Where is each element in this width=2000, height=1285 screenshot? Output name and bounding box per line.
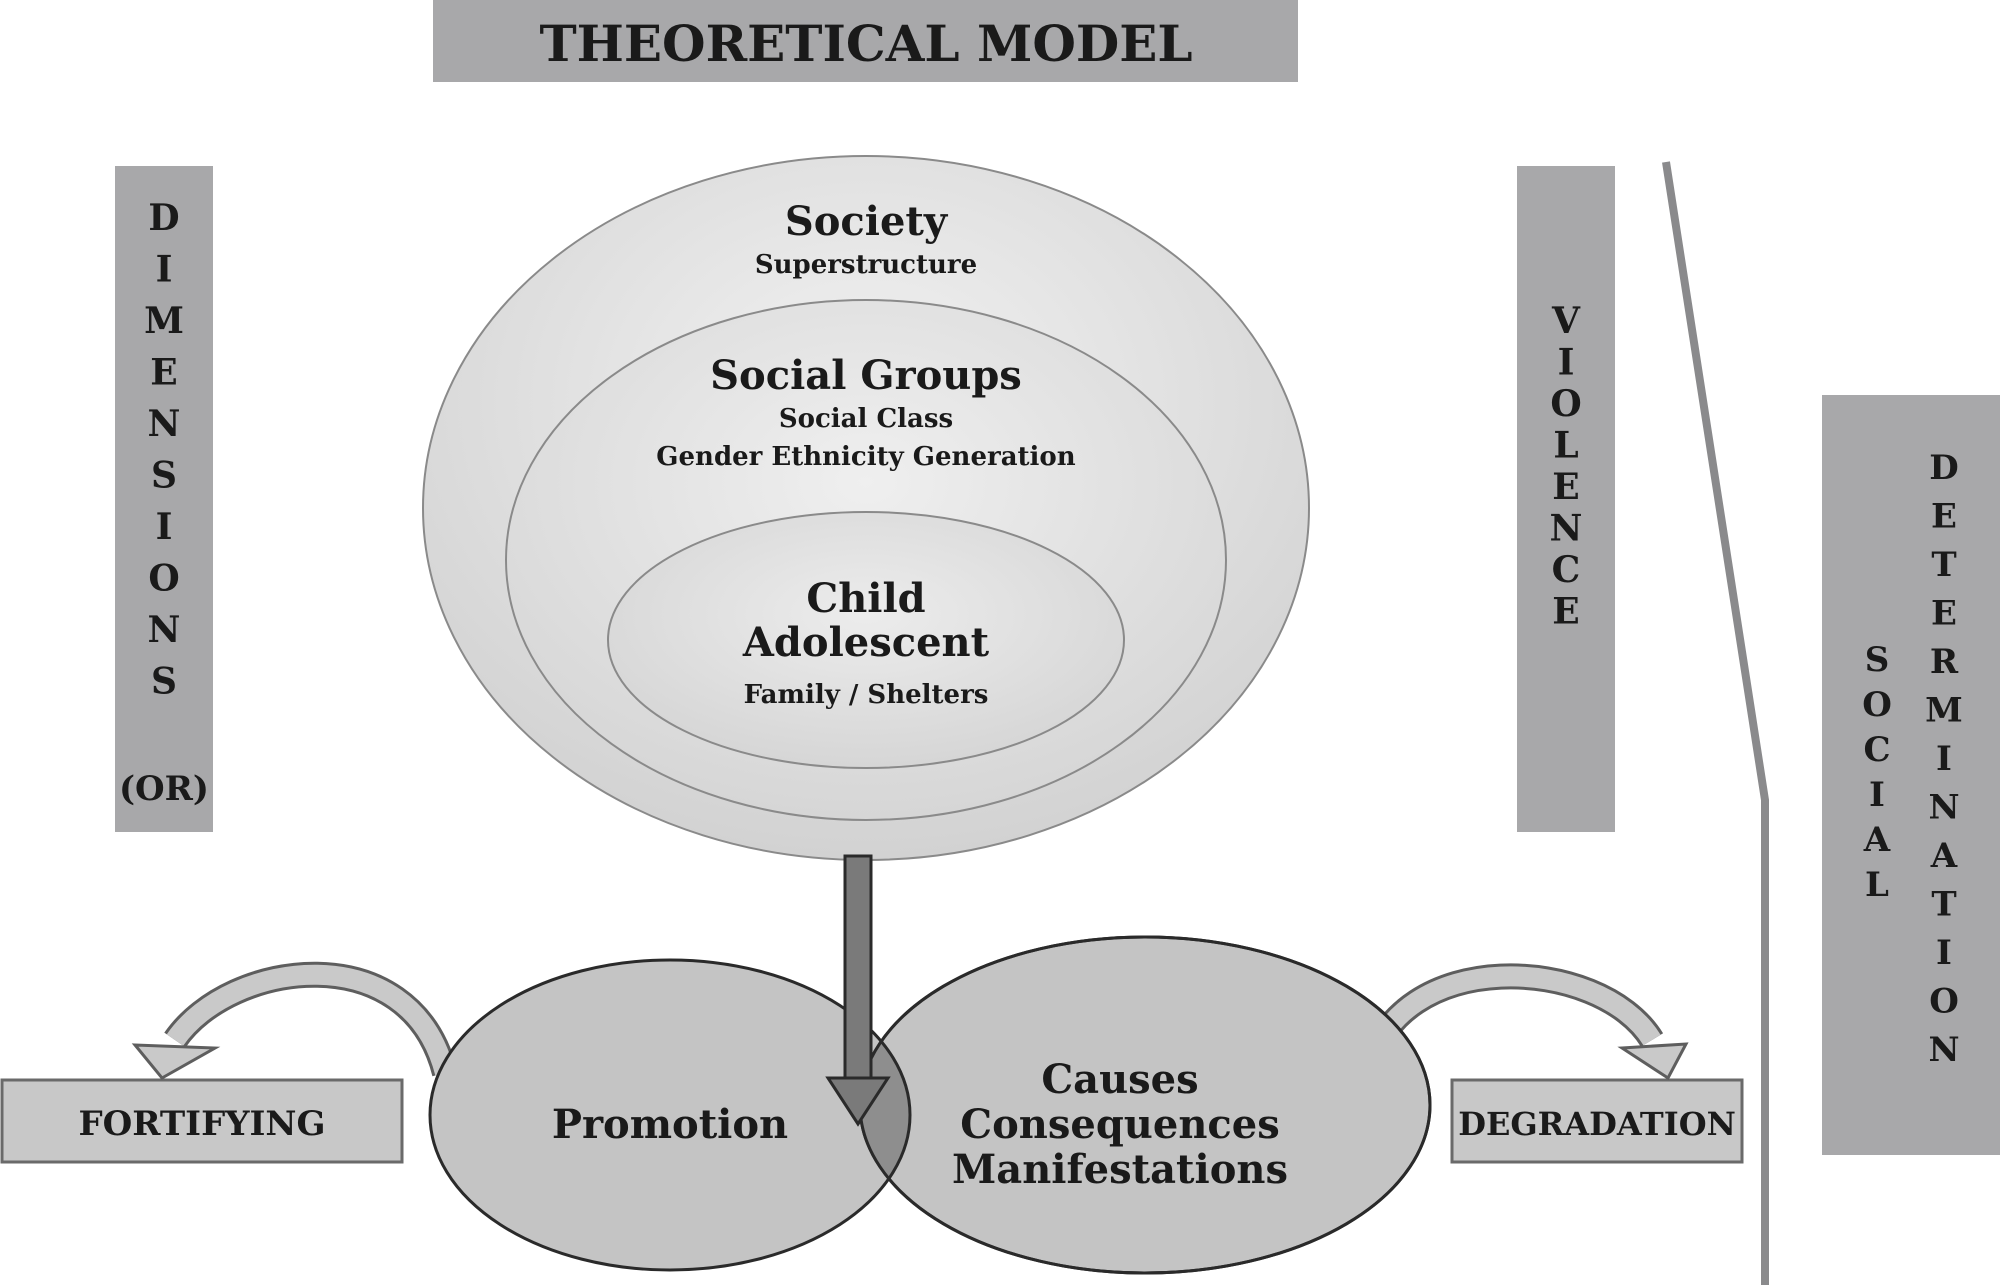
- social-letter: C: [1863, 730, 1890, 770]
- determination-letter: E: [1931, 594, 1957, 634]
- dimensions-note: (OR): [119, 769, 209, 809]
- dimensions-letter: S: [151, 455, 177, 497]
- violence-letter: E: [1552, 591, 1579, 633]
- determination-letter: N: [1928, 788, 1959, 828]
- social-letter: L: [1865, 865, 1889, 905]
- causes-line2: Consequences: [960, 1101, 1279, 1148]
- groups-sub2: Gender Ethnicity Generation: [656, 442, 1075, 472]
- violence-letter: N: [1550, 508, 1583, 550]
- violence-letter: C: [1552, 549, 1581, 591]
- determination-letter: R: [1930, 642, 1959, 682]
- diagram-title: THEORETICAL MODEL: [539, 14, 1192, 73]
- social-letter: S: [1865, 640, 1890, 680]
- determination-letter: I: [1936, 739, 1952, 779]
- social-letter: O: [1862, 685, 1892, 725]
- overlap-region: [860, 958, 912, 1272]
- fortifying-arrow-head: [131, 1043, 221, 1080]
- title-bar: [433, 0, 1298, 82]
- fortifying-box: [0, 1078, 404, 1164]
- social-letter: I: [1869, 775, 1885, 815]
- groups-heading: Social Groups: [710, 352, 1022, 399]
- social-determination-bar: [1822, 395, 2000, 1155]
- determination-letter: A: [1930, 836, 1958, 876]
- violence-letter: E: [1552, 466, 1579, 508]
- determination-letter: E: [1931, 497, 1957, 537]
- determination-letter: D: [1929, 448, 1958, 488]
- degradation-label: DEGRADATION: [1458, 1105, 1736, 1143]
- fortifying-arrow-body-outline: [164, 961, 458, 1077]
- violence-bar: [1517, 166, 1615, 832]
- violence-letter: I: [1558, 342, 1575, 384]
- violence-letter: O: [1550, 383, 1581, 425]
- down-arrow-shaft: [843, 854, 873, 1080]
- dimensions-letter: O: [148, 558, 179, 600]
- determination-letter: O: [1929, 982, 1959, 1022]
- dimensions-letter: D: [148, 197, 179, 239]
- dimensions-letter: S: [151, 661, 177, 703]
- promotion-label: Promotion: [552, 1101, 788, 1148]
- social-letter: A: [1863, 820, 1891, 860]
- dimensions-letter: I: [156, 249, 173, 291]
- determination-letter: M: [1925, 691, 1963, 731]
- child-ellipse: [607, 511, 1125, 769]
- dimensions-letter: I: [156, 506, 173, 548]
- divider-line: [1662, 161, 1769, 1285]
- society-sub: Superstructure: [755, 250, 977, 280]
- down-arrow-head: [825, 1076, 891, 1127]
- causes-line3: Manifestations: [952, 1146, 1288, 1193]
- child-sub: Family / Shelters: [744, 680, 989, 710]
- degradation-box: [1450, 1078, 1744, 1164]
- violence-letter: V: [1551, 300, 1581, 342]
- fortifying-arrow-body: [166, 964, 455, 1076]
- violence-letter: L: [1553, 425, 1578, 467]
- child-line2: Adolescent: [742, 619, 990, 666]
- dimensions-letter: M: [144, 300, 184, 342]
- degradation-arrow-head: [1617, 1042, 1689, 1081]
- groups-sub1: Social Class: [779, 404, 953, 434]
- determination-letter: N: [1928, 1030, 1959, 1070]
- determination-letter: I: [1936, 933, 1952, 973]
- determination-letter: T: [1931, 885, 1956, 925]
- determination-letter: T: [1931, 545, 1956, 585]
- child-line1: Child: [806, 575, 925, 622]
- society-heading: Society: [785, 198, 949, 245]
- dimensions-bar: [115, 166, 213, 832]
- dimensions-letter: N: [148, 403, 181, 445]
- fortifying-label: FORTIFYING: [78, 1104, 325, 1144]
- dimensions-letter: N: [148, 609, 181, 651]
- dimensions-letter: E: [150, 352, 177, 394]
- causes-line1: Causes: [1041, 1056, 1198, 1103]
